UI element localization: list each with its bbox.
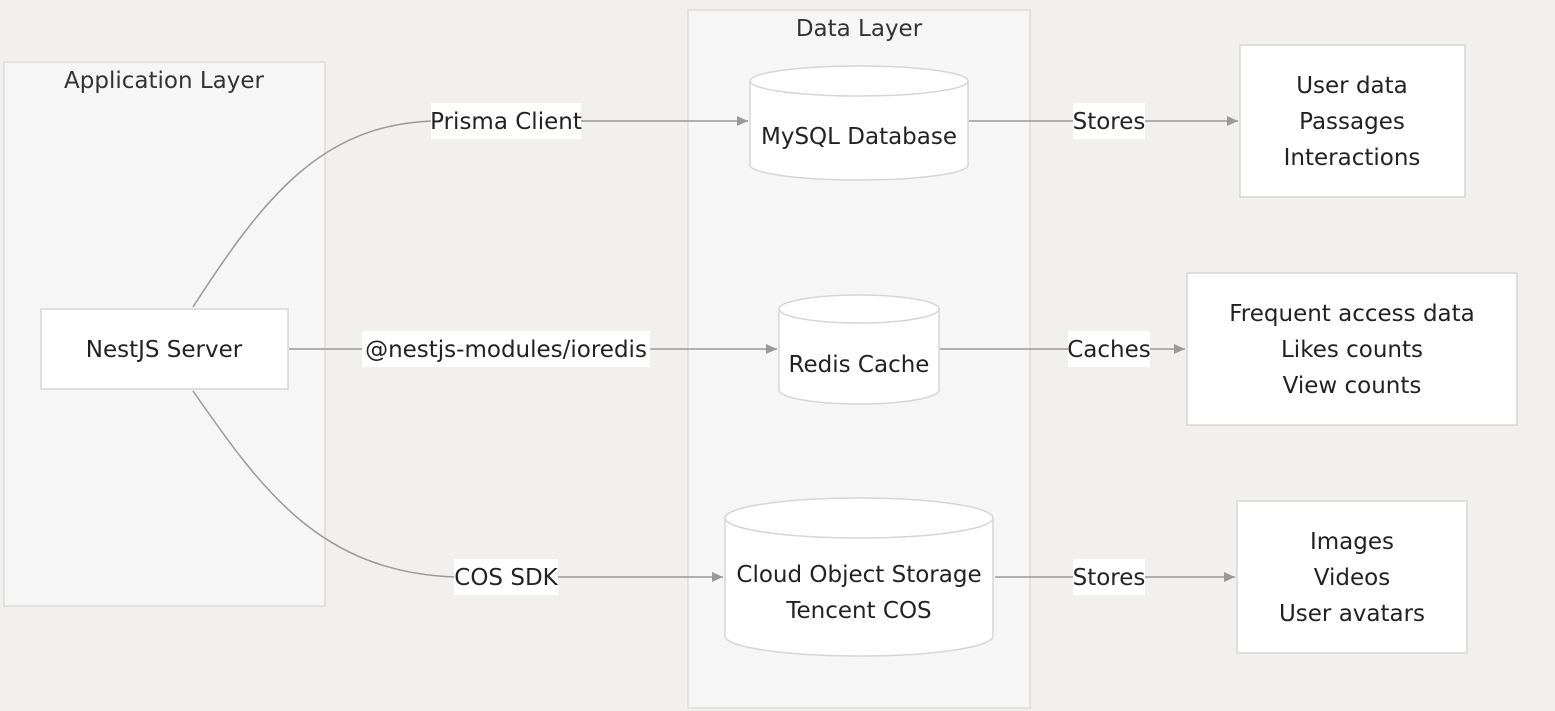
- edge-label-mysql-stores: Stores: [1073, 103, 1146, 139]
- mysql-contents-line: Passages: [1299, 109, 1405, 135]
- edge-label-prisma-client: Prisma Client: [430, 103, 582, 139]
- cos-contents-line: User avatars: [1279, 601, 1425, 627]
- nestjs-server-label: NestJS Server: [86, 337, 243, 363]
- mysql-database-label: MySQL Database: [761, 124, 957, 150]
- edge-label-text: COS SDK: [454, 565, 558, 591]
- redis-cylinder-rim: [778, 308, 940, 324]
- cos-cylinder-body: [724, 497, 994, 657]
- cos-contents-line: Videos: [1314, 565, 1390, 591]
- edge-label-bg: [1068, 331, 1150, 367]
- cos-contents-line: Images: [1310, 529, 1394, 555]
- edge-label-text: Caches: [1067, 337, 1151, 363]
- mysql-contents-node[interactable]: User data Passages Interactions: [1239, 44, 1466, 198]
- edge-label-bg: [431, 103, 581, 139]
- edge-label-bg: [362, 331, 650, 367]
- redis-contents-box: [1186, 272, 1518, 426]
- data-layer-title: Data Layer: [796, 16, 923, 42]
- redis-contents-node[interactable]: Frequent access data Likes counts View c…: [1186, 272, 1518, 426]
- mysql-database-node[interactable]: MySQL Database: [749, 65, 969, 181]
- edge-label-ioredis: @nestjs-modules/ioredis: [362, 331, 650, 367]
- edge-nestjs-to-cossdk: [192, 390, 456, 578]
- edge-nestjs-to-prisma: [192, 120, 433, 308]
- redis-cache-node[interactable]: Redis Cache: [778, 294, 940, 405]
- mysql-contents-line: Interactions: [1284, 145, 1421, 171]
- mysql-contents-box: [1239, 44, 1466, 198]
- nestjs-server-node[interactable]: NestJS Server: [40, 308, 289, 390]
- redis-contents-line: Likes counts: [1281, 337, 1423, 363]
- edge-label-text: Prisma Client: [430, 109, 582, 135]
- application-layer-title: Application Layer: [64, 68, 264, 94]
- redis-cylinder-body: [778, 294, 940, 405]
- redis-contents-line: Frequent access data: [1229, 301, 1475, 327]
- mysql-cylinder-rim: [749, 80, 969, 97]
- nestjs-server-box: [40, 308, 289, 390]
- edge-label-cos-stores: Stores: [1073, 559, 1146, 595]
- cos-label-line1: Cloud Object Storage: [736, 562, 981, 588]
- edge-label-bg: [1073, 103, 1145, 139]
- cos-label-line2: Tencent COS: [785, 598, 931, 624]
- redis-contents-line: View counts: [1283, 373, 1422, 399]
- edge-label-bg: [454, 559, 558, 595]
- cos-contents-box: [1236, 500, 1468, 654]
- edge-label-text: Stores: [1073, 109, 1146, 135]
- edge-label-cos-sdk: COS SDK: [454, 559, 559, 595]
- edge-label-bg: [1073, 559, 1145, 595]
- cos-contents-node[interactable]: Images Videos User avatars: [1236, 500, 1468, 654]
- cloud-object-storage-node[interactable]: Cloud Object Storage Tencent COS: [724, 497, 994, 657]
- cos-cylinder-rim: [724, 517, 994, 539]
- mysql-contents-line: User data: [1296, 73, 1408, 99]
- mysql-cylinder-body: [749, 65, 969, 181]
- edge-label-text: @nestjs-modules/ioredis: [365, 337, 647, 363]
- edge-label-redis-caches: Caches: [1067, 331, 1151, 367]
- edge-label-text: Stores: [1073, 565, 1146, 591]
- redis-cache-label: Redis Cache: [789, 352, 930, 378]
